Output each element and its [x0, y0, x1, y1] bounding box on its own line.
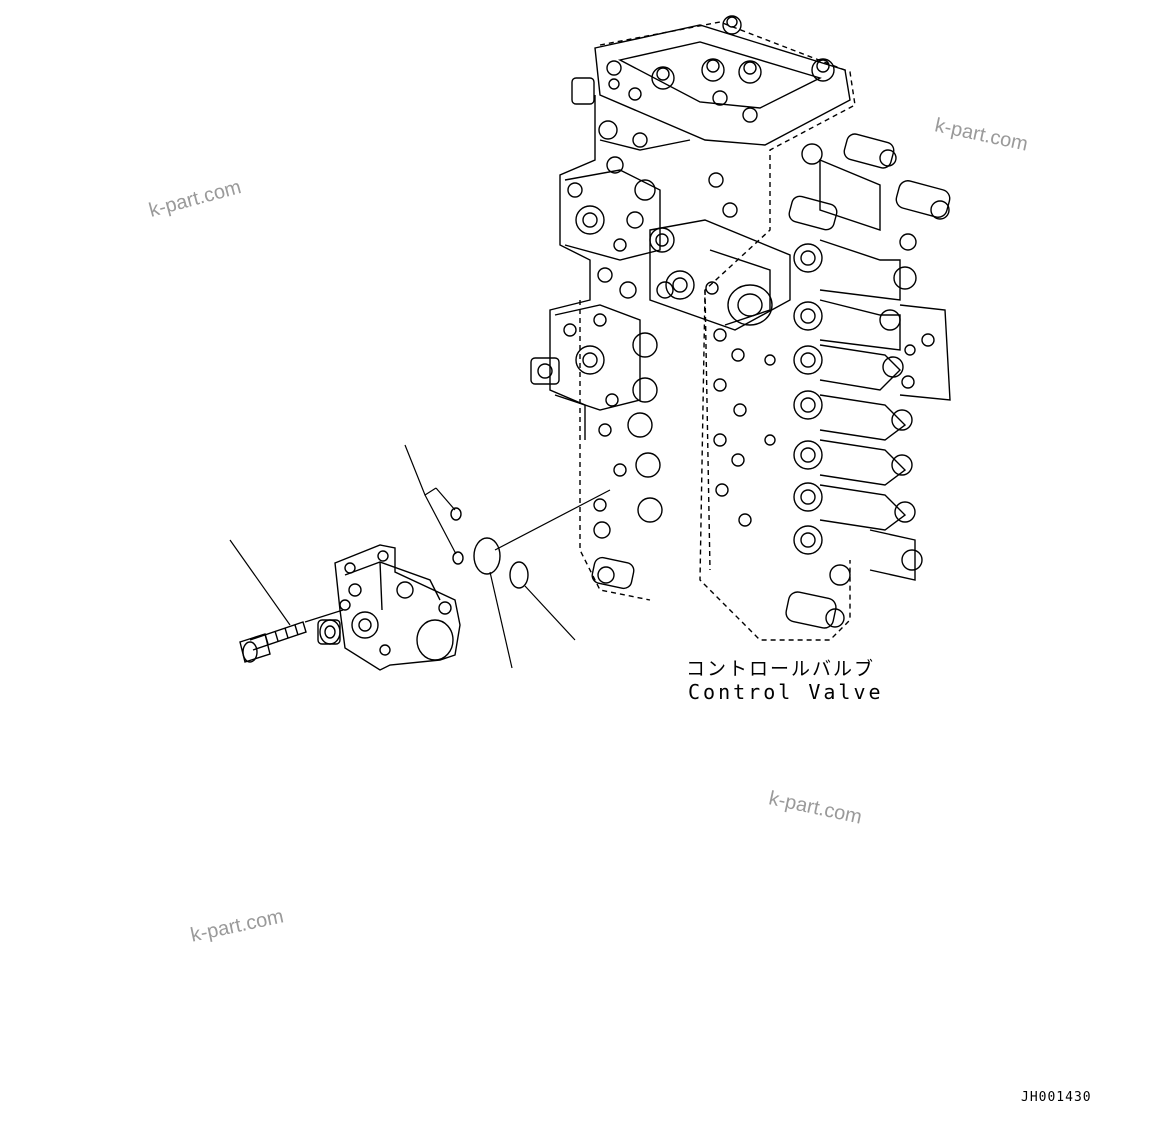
valve-cover-block	[317, 544, 461, 671]
leader-lines	[229, 444, 611, 669]
o-ring-large	[473, 537, 501, 575]
drawing-code: JH001430	[1021, 1090, 1092, 1105]
part-label-english: Control Valve	[688, 680, 884, 704]
o-ring-small-upper	[450, 507, 462, 521]
o-ring-small-lower	[452, 551, 464, 565]
part-label-japanese: コントロールバルブ	[686, 658, 876, 680]
control-valve-assembly	[530, 15, 951, 641]
cap-screw	[239, 621, 307, 663]
o-ring-medium	[509, 561, 529, 589]
